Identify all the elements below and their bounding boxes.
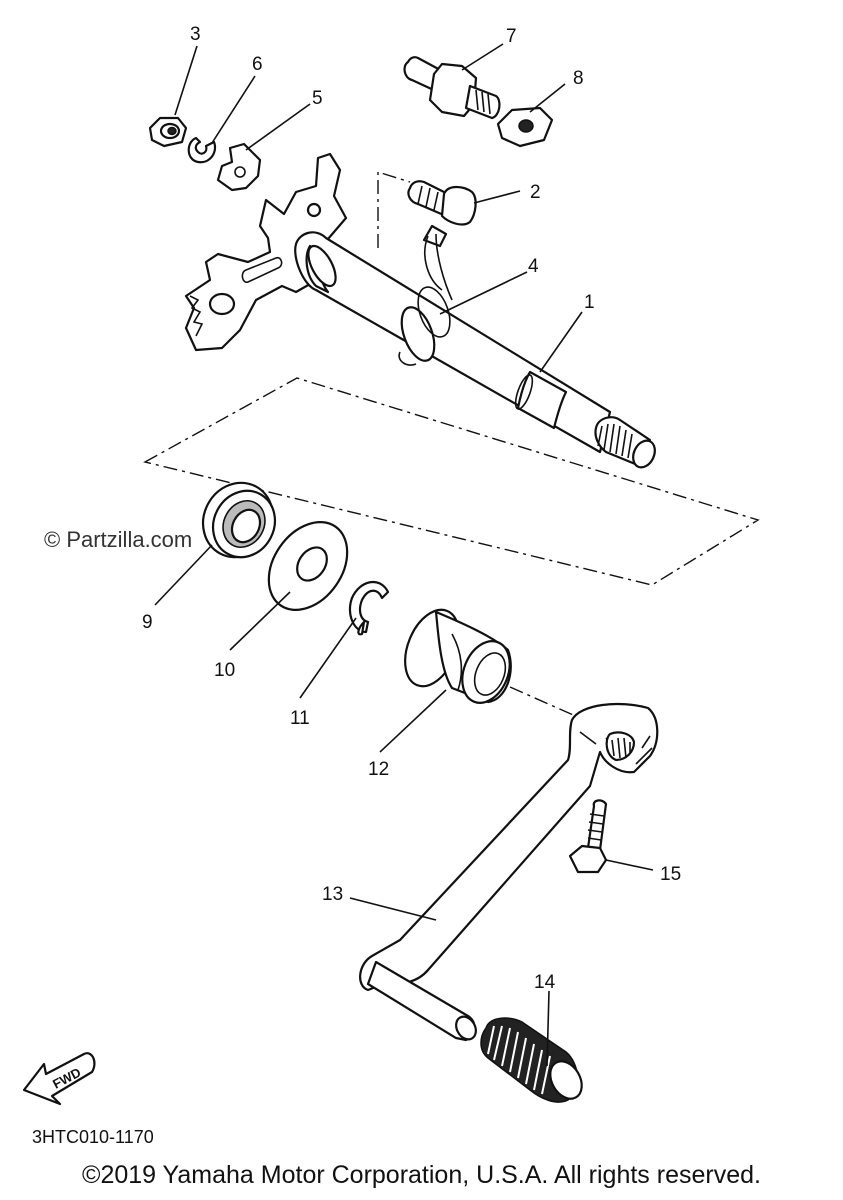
part-5-stopper-plate[interactable] (216, 142, 262, 192)
catalog-number: 3HTC010-1170 (32, 1127, 154, 1147)
assembly-guide-lines (143, 171, 760, 719)
callout-14: 14 (534, 972, 556, 993)
callout-13: 13 (322, 884, 343, 905)
callout-6: 6 (252, 54, 263, 75)
callout-7: 7 (506, 26, 517, 47)
part-11-circlip[interactable] (348, 581, 390, 636)
callout-2: 2 (530, 182, 541, 203)
callout-4: 4 (528, 256, 539, 277)
callout-9: 9 (142, 612, 153, 633)
part-2-screw[interactable] (407, 180, 477, 226)
fwd-arrow-icon: FWD (22, 1052, 96, 1106)
callout-15: 15 (660, 864, 681, 885)
partzilla-watermark: © Partzilla.com (44, 527, 193, 552)
callout-1: 1 (584, 292, 595, 313)
part-4-return-spring[interactable] (395, 224, 456, 366)
part-7-stopper-bolt[interactable] (403, 56, 501, 120)
part-14-pedal-rubber[interactable] (480, 1017, 588, 1104)
part-9-oil-seal[interactable] (190, 470, 286, 569)
part-6-lock-washer[interactable] (187, 136, 217, 164)
callout-3: 3 (190, 24, 201, 45)
callout-5: 5 (312, 88, 323, 109)
part-3-nut[interactable] (148, 116, 188, 148)
part-8-washer[interactable] (496, 106, 554, 148)
callout-11: 11 (290, 708, 310, 729)
callout-10: 10 (214, 660, 235, 681)
callout-leader-lines (154, 43, 654, 1067)
callout-12: 12 (368, 759, 389, 780)
part-10-washer[interactable] (253, 507, 364, 625)
part-12-collar[interactable] (395, 602, 519, 710)
part-15-pinch-bolt[interactable] (568, 799, 608, 874)
part-1-shift-shaft[interactable] (184, 152, 659, 471)
copyright-notice: ©2019 Yamaha Motor Corporation, U.S.A. A… (82, 1161, 761, 1189)
part-13-shift-pedal[interactable] (359, 702, 659, 1043)
callout-numbers: 3 6 5 7 8 2 4 1 9 10 11 12 13 14 15 (142, 24, 681, 993)
callout-8: 8 (573, 68, 584, 89)
